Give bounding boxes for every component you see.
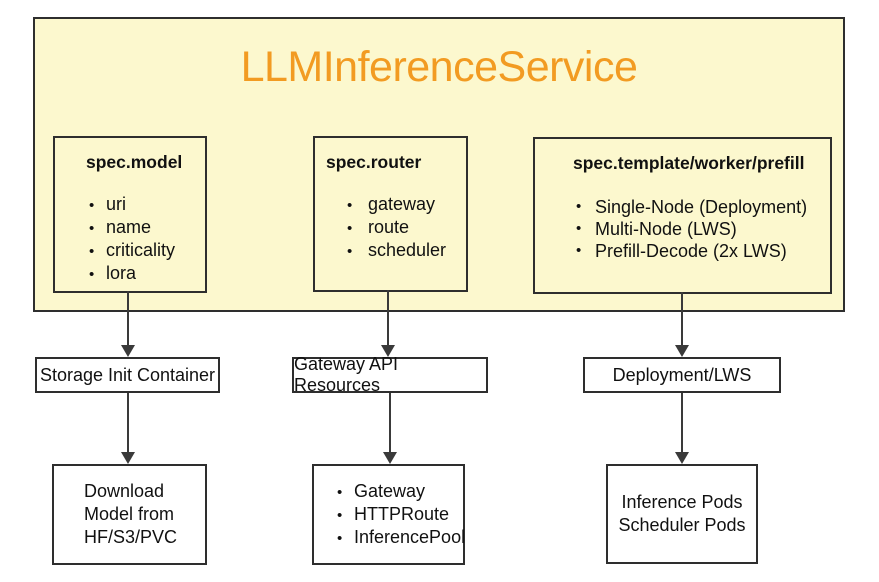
spec-model-header: spec.model bbox=[86, 152, 183, 172]
list-item: scheduler bbox=[347, 239, 466, 263]
list-item: uri bbox=[89, 193, 205, 217]
arrow-template-to-deployment bbox=[675, 292, 689, 357]
list-item: Prefill-Decode (2x LWS) bbox=[576, 240, 830, 262]
arrow-head-icon bbox=[383, 452, 397, 464]
spec-router-header: spec.router bbox=[326, 152, 422, 172]
spec-model-list: uri name criticality lora bbox=[89, 193, 205, 286]
list-item: lora bbox=[89, 262, 205, 286]
diagram-title: LLMInferenceService bbox=[240, 43, 638, 91]
spec-router-list: gateway route scheduler bbox=[347, 193, 466, 263]
arrow-head-icon bbox=[675, 452, 689, 464]
arrow-shaft bbox=[389, 393, 391, 454]
spec-template-header: spec.template/worker/prefill bbox=[573, 153, 805, 173]
list-item: HTTPRoute bbox=[337, 503, 463, 527]
inference-pods-box: Inference Pods Scheduler Pods bbox=[606, 464, 758, 564]
arrow-head-icon bbox=[121, 452, 135, 464]
arrow-shaft bbox=[681, 393, 683, 454]
download-model-box: Download Model from HF/S3/PVC bbox=[52, 464, 207, 565]
list-item: Multi-Node (LWS) bbox=[576, 218, 830, 240]
arrow-gateway-to-resources bbox=[383, 393, 397, 464]
spec-router-box: spec.router gateway route scheduler bbox=[313, 136, 468, 292]
gateway-resources-list: Gateway HTTPRoute InferencePool bbox=[337, 480, 465, 550]
spec-template-box: spec.template/worker/prefill Single-Node… bbox=[533, 137, 832, 294]
list-item: criticality bbox=[89, 239, 205, 263]
pods-line: Scheduler Pods bbox=[618, 515, 746, 535]
arrow-head-icon bbox=[121, 345, 135, 357]
list-item: Gateway bbox=[337, 480, 463, 504]
list-item: name bbox=[89, 216, 205, 240]
arrow-head-icon bbox=[675, 345, 689, 357]
list-item: gateway bbox=[347, 193, 466, 217]
spec-template-list: Single-Node (Deployment) Multi-Node (LWS… bbox=[576, 196, 830, 262]
download-line: HF/S3/PVC bbox=[84, 527, 178, 547]
storage-init-container-box: Storage Init Container bbox=[35, 357, 220, 393]
arrow-deployment-to-pods bbox=[675, 393, 689, 464]
arrow-shaft bbox=[127, 393, 129, 454]
gateway-api-resources-box: Gateway API Resources bbox=[292, 354, 488, 395]
download-line: Model from bbox=[84, 504, 175, 524]
arrow-shaft bbox=[127, 291, 129, 347]
gateway-resources-list-box: Gateway HTTPRoute InferencePool bbox=[312, 464, 465, 565]
arrow-shaft bbox=[387, 290, 389, 347]
list-item: InferencePool bbox=[337, 526, 465, 550]
arrow-head-icon bbox=[381, 345, 395, 357]
arrow-model-to-storage bbox=[121, 291, 135, 357]
download-line: Download bbox=[84, 481, 165, 501]
pods-line: Inference Pods bbox=[621, 492, 743, 512]
arrow-storage-to-download bbox=[121, 393, 135, 464]
spec-model-box: spec.model uri name criticality lora bbox=[53, 136, 207, 293]
arrow-shaft bbox=[681, 292, 683, 347]
arrow-router-to-gateway bbox=[381, 290, 395, 357]
llm-inference-service-container: LLMInferenceService spec.model uri name … bbox=[33, 17, 845, 312]
list-item: route bbox=[347, 216, 466, 240]
deployment-lws-box: Deployment/LWS bbox=[583, 357, 781, 393]
list-item: Single-Node (Deployment) bbox=[576, 196, 830, 218]
